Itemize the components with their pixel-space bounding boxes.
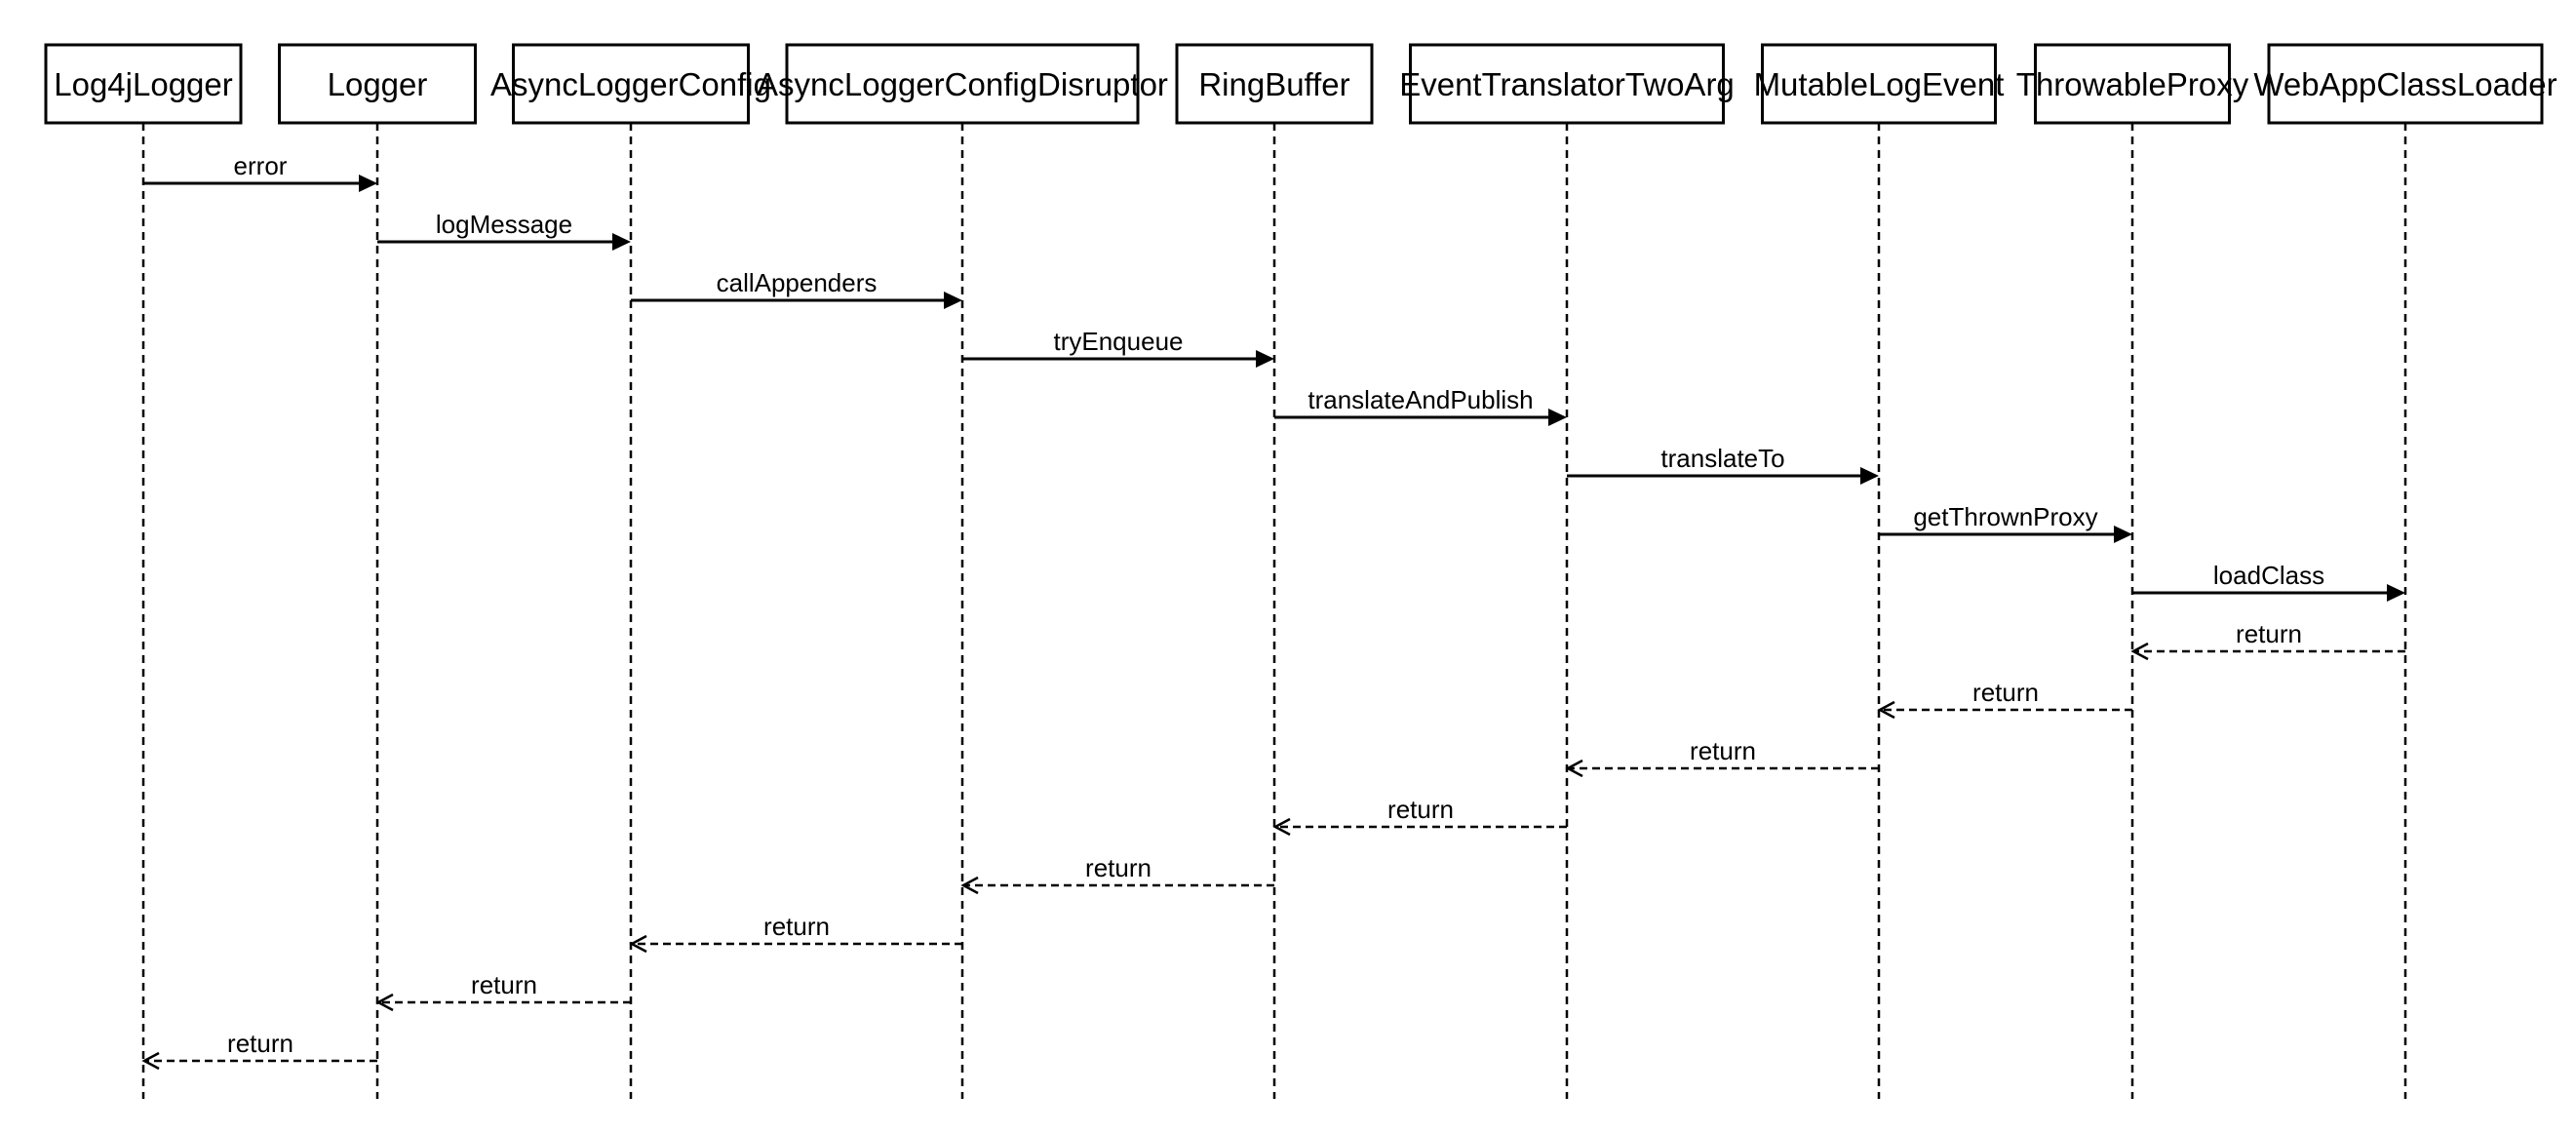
return-arrowhead bbox=[2130, 642, 2149, 661]
call-arrowhead bbox=[612, 233, 631, 251]
participant-label: WebAppClassLoader bbox=[2253, 66, 2556, 102]
message-return-14: return bbox=[629, 912, 962, 954]
message-logMessage-2: logMessage bbox=[377, 210, 631, 251]
message-return-11: return bbox=[1565, 736, 1879, 778]
message-tryEnqueue-4: tryEnqueue bbox=[962, 327, 1274, 368]
participant-box bbox=[512, 43, 750, 125]
message-label: tryEnqueue bbox=[1054, 327, 1184, 356]
message-label: translateAndPublish bbox=[1308, 385, 1533, 414]
message-label: callAppenders bbox=[717, 268, 878, 297]
message-label: return bbox=[1387, 795, 1454, 824]
message-return-15: return bbox=[375, 970, 631, 1012]
message-return-10: return bbox=[1877, 678, 2132, 720]
message-callAppenders-3: callAppenders bbox=[631, 268, 962, 309]
participant-label: RingBuffer bbox=[1198, 66, 1349, 102]
message-label: translateTo bbox=[1660, 444, 1784, 473]
participant-box bbox=[1409, 43, 1725, 125]
participant-WebAppClassLoader: WebAppClassLoader bbox=[2253, 43, 2557, 1099]
participant-box bbox=[2267, 43, 2544, 125]
message-label: return bbox=[1690, 736, 1756, 765]
message-label: return bbox=[1085, 853, 1151, 882]
participant-RingBuffer: RingBuffer bbox=[1175, 43, 1374, 1099]
message-label: loadClass bbox=[2213, 561, 2324, 590]
participant-MutableLogEvent: MutableLogEvent bbox=[1754, 43, 2005, 1099]
message-label: return bbox=[763, 912, 830, 941]
participant-label: AsyncLoggerConfig bbox=[490, 66, 771, 102]
participant-EventTranslatorTwoArg: EventTranslatorTwoArg bbox=[1399, 43, 1735, 1099]
participant-AsyncLoggerConfig: AsyncLoggerConfig bbox=[490, 43, 771, 1099]
participant-box bbox=[2034, 43, 2231, 125]
participant-label: MutableLogEvent bbox=[1754, 66, 2005, 102]
participant-label: ThrowableProxy bbox=[2016, 66, 2249, 102]
participant-AsyncLoggerConfigDisruptor: AsyncLoggerConfigDisruptor bbox=[757, 43, 1168, 1099]
message-label: getThrownProxy bbox=[1913, 502, 2097, 531]
call-arrowhead bbox=[1860, 467, 1879, 485]
message-return-13: return bbox=[960, 853, 1274, 895]
participant-Logger: Logger bbox=[278, 43, 477, 1099]
message-getThrownProxy-7: getThrownProxy bbox=[1879, 502, 2132, 543]
call-arrowhead bbox=[2114, 526, 2132, 543]
participant-label: Log4jLogger bbox=[54, 66, 233, 102]
participant-ThrowableProxy: ThrowableProxy bbox=[2016, 43, 2249, 1099]
participant-box bbox=[785, 43, 1140, 125]
participant-label: EventTranslatorTwoArg bbox=[1399, 66, 1735, 102]
return-arrowhead bbox=[1272, 817, 1291, 837]
return-arrowhead bbox=[960, 876, 979, 895]
message-label: error bbox=[234, 151, 288, 180]
message-label: logMessage bbox=[436, 210, 572, 239]
message-label: return bbox=[1972, 678, 2039, 707]
message-error-1: error bbox=[143, 151, 377, 192]
return-arrowhead bbox=[1565, 759, 1583, 778]
call-arrowhead bbox=[359, 175, 377, 192]
call-arrowhead bbox=[2387, 584, 2405, 602]
message-return-16: return bbox=[141, 1029, 377, 1071]
participant-label: AsyncLoggerConfigDisruptor bbox=[757, 66, 1168, 102]
call-arrowhead bbox=[1256, 350, 1274, 368]
participant-box bbox=[278, 43, 477, 125]
message-loadClass-8: loadClass bbox=[2132, 561, 2405, 602]
return-arrowhead bbox=[1877, 700, 1895, 720]
participant-Log4jLogger: Log4jLogger bbox=[44, 43, 243, 1099]
participant-box bbox=[44, 43, 243, 125]
message-label: return bbox=[227, 1029, 293, 1058]
return-arrowhead bbox=[141, 1051, 160, 1071]
return-arrowhead bbox=[375, 993, 394, 1012]
call-arrowhead bbox=[1548, 409, 1567, 426]
message-return-12: return bbox=[1272, 795, 1567, 837]
message-translateAndPublish-5: translateAndPublish bbox=[1274, 385, 1567, 426]
message-label: return bbox=[471, 970, 537, 999]
participant-box bbox=[1761, 43, 1997, 125]
message-translateTo-6: translateTo bbox=[1567, 444, 1879, 485]
participant-box bbox=[1175, 43, 1374, 125]
message-label: return bbox=[2236, 619, 2302, 648]
participant-label: Logger bbox=[328, 66, 428, 102]
message-return-9: return bbox=[2130, 619, 2405, 661]
return-arrowhead bbox=[629, 934, 647, 954]
call-arrowhead bbox=[944, 292, 962, 309]
